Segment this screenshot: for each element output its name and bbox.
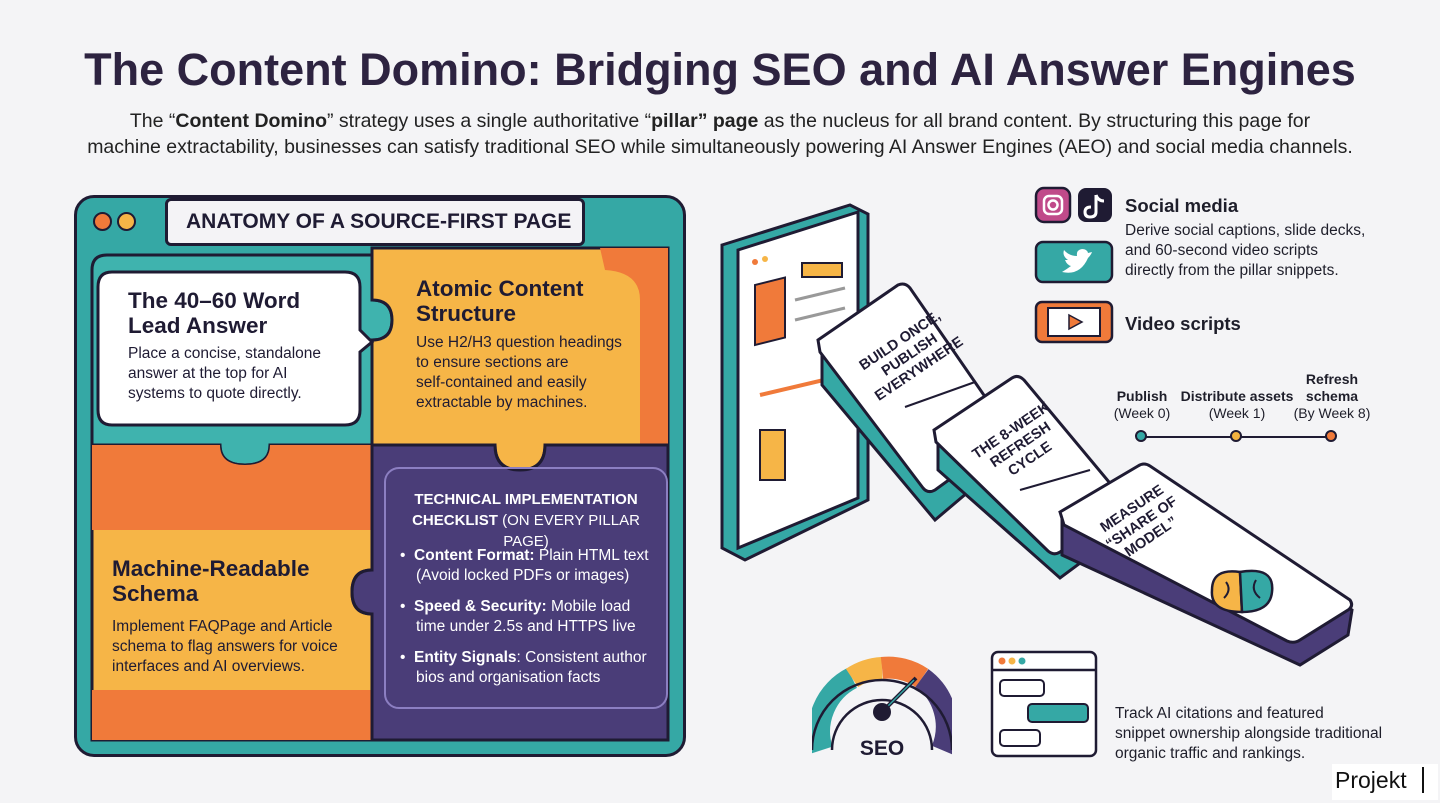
phone-line xyxy=(794,306,846,322)
page-title: The Content Domino: Bridging SEO and AI … xyxy=(84,44,1356,95)
phone-line xyxy=(794,286,846,302)
domino-4 xyxy=(1058,462,1354,644)
piece-bottom-left-accent xyxy=(92,445,372,530)
instagram-icon xyxy=(1034,186,1072,224)
timeline-dot xyxy=(1325,430,1337,442)
phone-dot xyxy=(752,259,758,265)
timeline-dot xyxy=(1230,430,1242,442)
checklist-item: • Content Format: Plain HTML text(Avoid … xyxy=(400,547,649,584)
timeline-dot xyxy=(1135,430,1147,442)
chat-window-icon xyxy=(990,650,1098,758)
domino-divider xyxy=(1019,469,1091,491)
social-media-body: Derive social captions, slide decks,and … xyxy=(1125,222,1366,279)
social-media-title: Social media xyxy=(1125,195,1239,216)
logo-cursor-bar xyxy=(1422,767,1424,793)
checklist-frame xyxy=(384,467,668,709)
lead-answer-bubble xyxy=(96,270,375,427)
video-scripts-title: Video scripts xyxy=(1125,313,1241,334)
window-dot-red xyxy=(93,212,112,231)
piece-bottom-left-accent-2 xyxy=(92,690,372,740)
checklist-items: • Content Format: Plain HTML text(Avoid … xyxy=(400,546,670,688)
timeline-label-distribute: Distribute assets(Week 1) xyxy=(1180,388,1294,421)
piece-top-right-accent xyxy=(600,248,668,445)
domino-divider xyxy=(904,381,976,408)
phone-block xyxy=(754,276,786,347)
intro-paragraph: The “Content Domino” strategy uses a sin… xyxy=(87,110,1353,158)
anatomy-tab-title: ANATOMY OF A SOURCE-FIRST PAGE xyxy=(165,198,585,246)
social-icons xyxy=(1034,186,1114,344)
phone-block xyxy=(759,429,786,481)
logo-badge xyxy=(1332,764,1438,800)
seo-gauge xyxy=(812,656,952,755)
timeline-label-publish: Publish(Week 0) xyxy=(1113,388,1171,421)
phone-block xyxy=(801,262,843,278)
window-dot-yellow xyxy=(117,212,136,231)
phone-dot xyxy=(762,256,768,262)
brain-icon xyxy=(1210,569,1274,614)
seo-label: SEO xyxy=(859,737,905,760)
projekt-logo: Projekt xyxy=(1335,767,1407,793)
